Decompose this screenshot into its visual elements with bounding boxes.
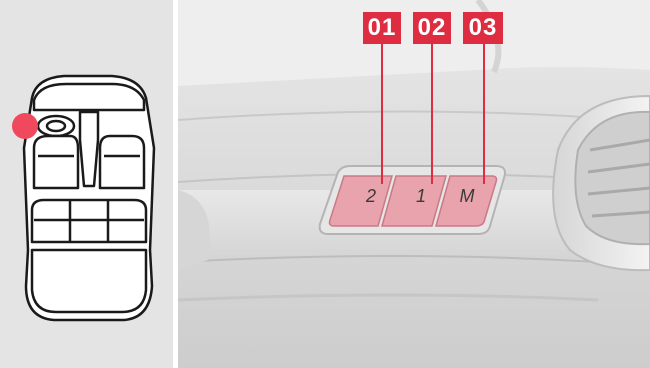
memory-button-1-label: 1 — [406, 186, 436, 207]
memory-button-2-label: 2 — [356, 186, 386, 207]
callout-leader-01 — [381, 44, 383, 184]
callout-leader-02 — [431, 44, 433, 184]
callout-leader-03 — [483, 44, 485, 184]
memory-button-m-label: M — [452, 186, 482, 207]
car-diagram-panel — [0, 0, 173, 368]
callout-01: 01 — [363, 12, 401, 44]
door-panel-photo — [178, 0, 650, 368]
callout-02: 02 — [413, 12, 451, 44]
car-top-view-icon — [0, 0, 173, 368]
driver-seat-marker-icon — [12, 113, 38, 139]
callout-03: 03 — [463, 12, 503, 44]
